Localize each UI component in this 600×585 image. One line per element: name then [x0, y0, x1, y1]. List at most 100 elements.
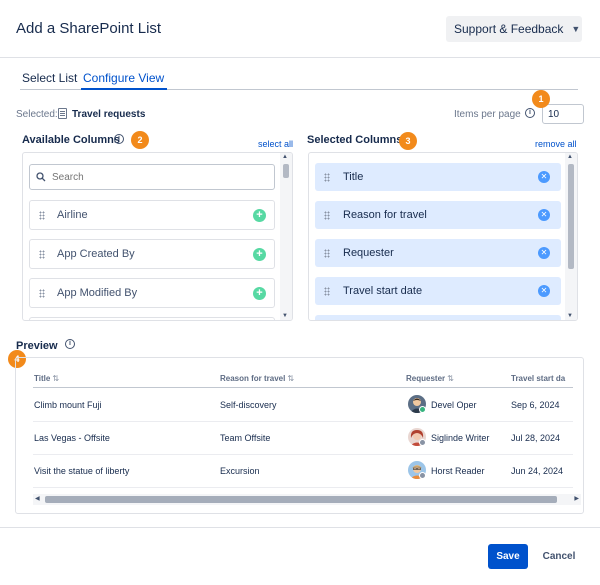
info-icon[interactable]: i — [114, 134, 124, 144]
items-per-page-input[interactable] — [542, 104, 584, 124]
status-badge — [419, 472, 426, 479]
available-column-item[interactable]: Airline + — [29, 200, 275, 230]
column-label: Travel start date — [343, 285, 423, 297]
scroll-up-icon[interactable]: ▲ — [282, 154, 288, 160]
preview-table: Title⇅ Reason for travel⇅ Requester⇅ Tra… — [15, 357, 584, 514]
dialog-title: Add a SharePoint List — [16, 20, 162, 37]
column-label: Reason for travel — [343, 209, 427, 221]
selected-column-item[interactable]: Requester ✕ — [315, 239, 561, 267]
active-tab-indicator — [81, 88, 167, 90]
step-badge: 1 — [532, 90, 550, 108]
add-icon[interactable]: + — [253, 209, 266, 222]
selected-columns-panel: Title ✕ Reason for travel ✕ Requester ✕ … — [308, 152, 578, 321]
selected-list-name: Travel requests — [72, 109, 146, 120]
cell-start-date: Jun 24, 2024 — [511, 466, 564, 476]
step-badge: 2 — [131, 131, 149, 149]
select-all-link[interactable]: select all — [258, 139, 294, 149]
footer-divider — [0, 527, 600, 528]
drag-handle-icon[interactable] — [324, 286, 330, 296]
status-badge — [419, 406, 426, 413]
search-icon — [36, 172, 46, 182]
column-header-start-date[interactable]: Travel start da — [511, 374, 566, 383]
column-header-title[interactable]: Title⇅ — [34, 374, 59, 383]
cell-reason: Self-discovery — [220, 400, 277, 410]
row-divider — [33, 454, 573, 455]
support-feedback-label: Support & Feedback — [454, 22, 564, 36]
preview-title: Preview — [16, 340, 58, 352]
support-feedback-button[interactable]: Support & Feedback ▼ — [446, 16, 582, 42]
row-divider — [33, 487, 573, 488]
remove-icon[interactable]: ✕ — [538, 209, 550, 221]
scroll-up-icon[interactable]: ▲ — [567, 154, 573, 160]
sort-icon: ⇅ — [52, 374, 60, 383]
cell-reason: Team Offsite — [220, 433, 271, 443]
header-divider — [0, 57, 600, 58]
column-header-reason[interactable]: Reason for travel⇅ — [220, 374, 294, 383]
selected-column-item[interactable]: Reason for travel ✕ — [315, 201, 561, 229]
cancel-button[interactable]: Cancel — [539, 544, 579, 569]
available-column-item[interactable]: App Created By + — [29, 239, 275, 269]
tab-select-list[interactable]: Select List — [22, 71, 78, 85]
column-label: Title — [343, 171, 364, 183]
selected-columns-title: Selected Columns — [307, 134, 403, 146]
available-columns-title: Available Columns — [22, 134, 121, 146]
available-column-item[interactable] — [29, 317, 275, 320]
search-box[interactable] — [29, 164, 275, 190]
scroll-down-icon[interactable]: ▼ — [567, 313, 573, 319]
info-icon[interactable]: i — [65, 339, 75, 349]
column-label: App Created By — [57, 248, 135, 260]
cell-requester: Siglinde Writer — [431, 433, 490, 443]
column-label: Requester — [343, 247, 394, 259]
items-per-page-label: Items per page — [454, 109, 521, 120]
vertical-scrollbar[interactable]: ▲ ▼ — [565, 153, 577, 320]
drag-handle-icon[interactable] — [39, 249, 45, 259]
cell-title: Las Vegas - Offsite — [34, 433, 110, 443]
cell-title: Visit the statue of liberty — [34, 466, 130, 476]
selected-column-item[interactable] — [315, 315, 561, 320]
scroll-thumb[interactable] — [283, 164, 289, 178]
horizontal-scrollbar[interactable]: ◀ ▶ — [33, 494, 581, 505]
chevron-down-icon: ▼ — [571, 24, 581, 34]
remove-icon[interactable]: ✕ — [538, 171, 550, 183]
info-icon[interactable]: i — [525, 108, 535, 118]
drag-handle-icon[interactable] — [324, 210, 330, 220]
row-divider — [33, 421, 573, 422]
status-badge — [419, 439, 426, 446]
selected-column-item[interactable]: Title ✕ — [315, 163, 561, 191]
add-icon[interactable]: + — [253, 248, 266, 261]
column-header-requester[interactable]: Requester⇅ — [406, 374, 454, 383]
document-icon — [58, 108, 67, 119]
scroll-down-icon[interactable]: ▼ — [282, 313, 288, 319]
tab-configure-view[interactable]: Configure View — [83, 71, 165, 85]
search-input[interactable] — [52, 171, 252, 183]
step-badge: 3 — [399, 132, 417, 150]
drag-handle-icon[interactable] — [39, 288, 45, 298]
remove-icon[interactable]: ✕ — [538, 247, 550, 259]
cell-requester: Devel Oper — [431, 400, 477, 410]
header-label: Title — [34, 374, 51, 383]
header-divider — [33, 387, 573, 388]
drag-handle-icon[interactable] — [39, 210, 45, 220]
cell-start-date: Jul 28, 2024 — [511, 433, 561, 443]
drag-handle-icon[interactable] — [324, 172, 330, 182]
tabs-divider — [20, 89, 578, 90]
drag-handle-icon[interactable] — [324, 248, 330, 258]
column-label: Airline — [57, 209, 88, 221]
vertical-scrollbar[interactable]: ▲ ▼ — [280, 153, 292, 320]
remove-all-link[interactable]: remove all — [535, 139, 577, 149]
scroll-thumb[interactable] — [45, 496, 557, 503]
add-icon[interactable]: + — [253, 287, 266, 300]
scroll-thumb[interactable] — [568, 164, 574, 269]
save-button[interactable]: Save — [488, 544, 528, 569]
selected-column-item[interactable]: Travel start date ✕ — [315, 277, 561, 305]
remove-icon[interactable]: ✕ — [538, 285, 550, 297]
selected-list-label: Selected: — [16, 109, 58, 120]
cell-requester: Horst Reader — [431, 466, 485, 476]
column-label: App Modified By — [57, 287, 138, 299]
scroll-right-icon[interactable]: ▶ — [574, 496, 579, 502]
scroll-left-icon[interactable]: ◀ — [35, 496, 40, 502]
available-column-item[interactable]: App Modified By + — [29, 278, 275, 308]
sort-icon: ⇅ — [447, 374, 454, 383]
available-columns-panel: Airline + App Created By + App Modified … — [22, 152, 293, 321]
cell-reason: Excursion — [220, 466, 260, 476]
